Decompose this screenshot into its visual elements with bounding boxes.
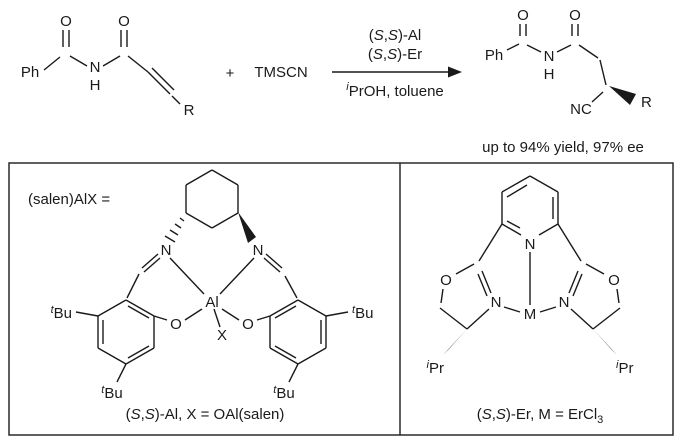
right-aryl-ring-bonds [269, 299, 349, 383]
salen-al-structure: N N Al O O X tBu tBu tBu tBu [51, 169, 373, 402]
reactant-bond-lines [43, 30, 181, 105]
tbu-label-upper-left: tBu [51, 304, 72, 322]
salen-caption: (S,S)-Al, X = OAl(salen) [125, 406, 285, 423]
product-ph-label: Ph [485, 47, 503, 64]
pyridine-n-label: N [525, 236, 536, 253]
product-n-label: N [544, 48, 555, 65]
ipr-label-left: iPr [427, 359, 444, 377]
stereo-wedge-bond [609, 86, 636, 105]
salen-n1-label: N [161, 242, 172, 259]
aluminum-label: Al [205, 294, 218, 311]
pybox-caption: (S,S)-Er, M = ErCl3 [476, 406, 604, 426]
reaction-arrow [332, 66, 462, 78]
pybox-structure: O O N N N M iPr iPr [427, 175, 633, 377]
yield-ee-text: up to 94% yield, 97% ee [482, 139, 644, 156]
hashed-wedge-bond [164, 217, 185, 243]
product-nh-h-label: H [544, 66, 555, 83]
catalyst-box-border [8, 162, 674, 436]
tbu-label-lower-right: tBu [273, 384, 294, 402]
product-bond-lines [506, 24, 607, 103]
reactant-carbonyl-o2-label: O [118, 13, 130, 30]
reactant-carbonyl-o1-label: O [60, 13, 72, 30]
product-nitrile-label: NC [570, 101, 592, 118]
condition-catalyst-er: (S,S)-Er [367, 46, 423, 63]
oxazoline-bonds [439, 223, 621, 330]
right-ipr-wedge-bond [593, 329, 617, 355]
salen-o1-label: O [170, 316, 182, 333]
salen-header-label: (salen)AlX = [28, 191, 110, 208]
oxazoline-n1-label: N [491, 294, 502, 311]
product-carbonyl-o2-label: O [569, 7, 581, 24]
condition-catalyst-al: (S,S)-Al [368, 27, 422, 44]
cyclohexane-ring-bonds [185, 169, 239, 229]
condition-solvent: iPrOH, toluene [346, 81, 444, 100]
ipr-label-right: iPr [616, 359, 633, 377]
reactant-n-label: N [90, 59, 101, 76]
oxazoline-n2-label: N [559, 294, 570, 311]
reactant-structure: Ph O O N H R [21, 13, 195, 119]
oxazoline-o2-label: O [608, 272, 620, 289]
bold-wedge-bond [238, 212, 256, 243]
tbu-label-lower-left: tBu [101, 384, 122, 402]
left-aryl-ring-bonds [75, 299, 155, 383]
arrowhead-icon [448, 66, 462, 78]
salen-o2-label: O [242, 316, 254, 333]
left-ipr-wedge-bond [443, 329, 467, 355]
reactant-nh-h-label: H [90, 77, 101, 94]
oxazoline-o1-label: O [440, 272, 452, 289]
product-r-label: R [641, 94, 652, 111]
imine-and-coordination-bonds [126, 253, 298, 328]
reactant-r-label: R [184, 102, 195, 119]
tmscn-label: TMSCN [254, 64, 307, 81]
product-structure: Ph O O N H NC R [485, 7, 652, 118]
pyridine-ring-bonds [501, 175, 559, 236]
reactant-ph-label: Ph [21, 64, 39, 81]
tbu-label-upper-right: tBu [352, 304, 373, 322]
product-carbonyl-o1-label: O [517, 7, 529, 24]
plus-sign: + [226, 65, 235, 82]
salen-n2-label: N [253, 242, 264, 259]
axial-x-label: X [217, 327, 227, 344]
metal-m-label: M [524, 306, 537, 323]
